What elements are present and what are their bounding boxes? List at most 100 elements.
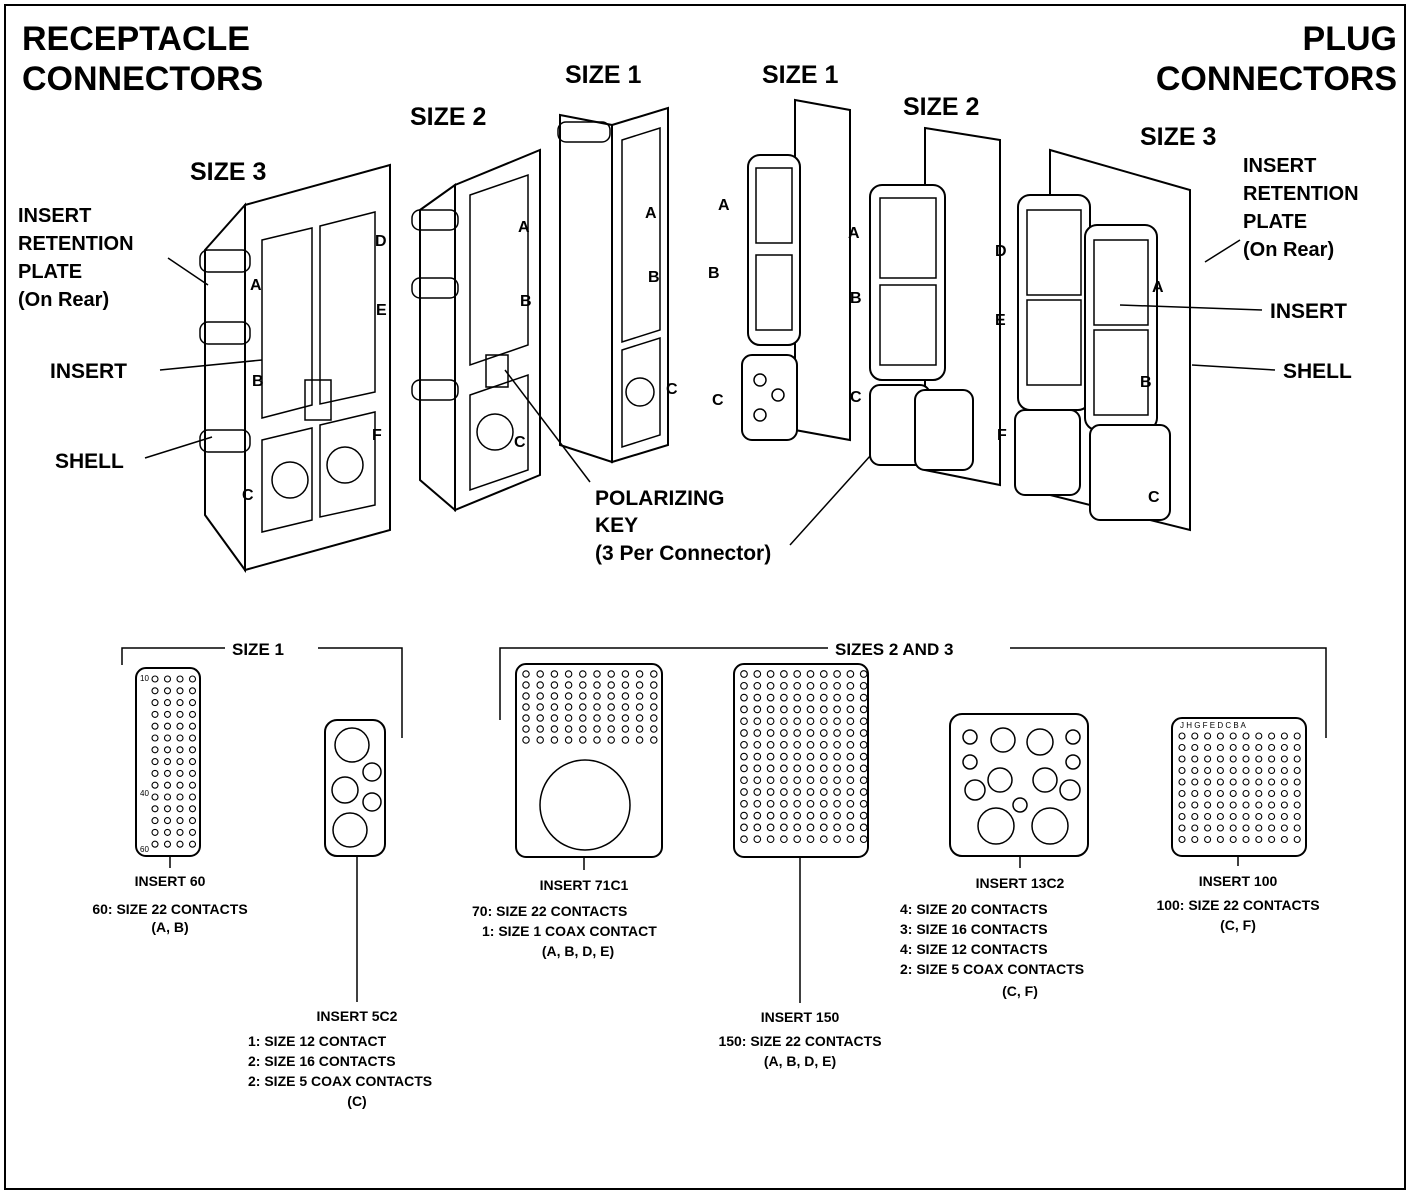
contact-pin (846, 764, 855, 773)
contact-pin (1255, 789, 1263, 798)
contact-pin (833, 729, 841, 737)
contact-pin (1293, 824, 1301, 832)
contact-pin (780, 717, 788, 726)
contact-pin (1268, 778, 1276, 786)
plug-size2-letter-c: C (850, 389, 862, 406)
plug-heading-line2: CONNECTORS (1156, 60, 1397, 98)
contact-pin (1216, 766, 1224, 775)
contact-pin (188, 710, 197, 718)
polarizing-key-line1: POLARIZING (595, 487, 725, 510)
contact-pin (793, 729, 802, 737)
contact-pin (753, 811, 762, 820)
contact-pin (1191, 824, 1199, 832)
contact-pin (1178, 824, 1186, 832)
insert-13c2-title: INSERT 13C2 (976, 875, 1065, 891)
contact-pin (819, 729, 828, 737)
receptacle-size1-letter-a: A (645, 205, 657, 222)
insert-13c2-line2: 3: SIZE 16 CONTACTS (900, 921, 1048, 937)
contact-pin (1268, 812, 1276, 821)
receptacle-size2-illustration (411, 148, 541, 513)
plug-size2-letter-b: B (850, 290, 862, 307)
polarizing-key-leader-left (504, 369, 591, 483)
insert-5c2-line3: 2: SIZE 5 COAX CONTACTS (248, 1073, 432, 1089)
contact-pin (833, 799, 841, 808)
contact-pin (1268, 732, 1276, 740)
contact-pin (766, 764, 775, 773)
contact-pin (522, 703, 530, 711)
plug-size3-illustration (1014, 148, 1191, 532)
contact-pin (819, 681, 828, 690)
contact-pin (650, 714, 658, 722)
insert-100-face: J H G F E D C B A (1171, 717, 1307, 857)
contact-pin (151, 675, 159, 683)
contact-pin (846, 740, 855, 749)
contact-pin (766, 670, 775, 678)
contact-pin (1242, 835, 1250, 844)
contact-pin (793, 693, 802, 702)
contact-pin (740, 788, 748, 796)
insert-13c2-line5: (C, F) (1002, 983, 1038, 999)
left-retention-line3: PLATE (18, 261, 82, 283)
insert-13c2-line1: 4: SIZE 20 CONTACTS (900, 901, 1048, 917)
contact-pin (740, 705, 748, 714)
contact-pin (1242, 732, 1250, 740)
contact-pin (564, 725, 573, 733)
contact-pin (550, 725, 559, 733)
receptacle-size2-letter-c: C (514, 434, 526, 451)
contact-pin (753, 799, 762, 808)
contact-pin (819, 693, 828, 702)
contact-pin (740, 823, 748, 832)
right-retention-leader (1204, 239, 1241, 263)
contact-pin (1229, 766, 1237, 775)
contact-pin (621, 670, 630, 678)
contact-pin (1178, 732, 1186, 740)
bracket-size1-label: SIZE 1 (232, 640, 284, 659)
contact-pin (163, 828, 172, 836)
contact-pin (536, 725, 544, 733)
contact-pin (833, 740, 841, 749)
contact-pin (163, 758, 172, 766)
contact-pin (766, 823, 775, 832)
contact-pin (188, 805, 197, 813)
plug-size3-letter-a: A (1152, 279, 1164, 296)
contact-pin (579, 736, 587, 744)
contact-pin (806, 823, 815, 832)
insert-71c1-title: INSERT 71C1 (540, 877, 629, 893)
contact-pin (740, 681, 748, 690)
contact-pin (740, 717, 748, 726)
contact-pin (793, 835, 802, 844)
contact-pin (740, 811, 748, 820)
contact-pin (635, 670, 644, 678)
contact-pin (635, 736, 644, 744)
receptacle-heading-line1: RECEPTACLE (22, 20, 250, 58)
contact-pin (766, 752, 775, 761)
receptacle-size3-title: SIZE 3 (190, 158, 266, 186)
contact-pin (753, 729, 762, 737)
contact-pin (163, 746, 172, 754)
insert-5c2-line2: 2: SIZE 16 CONTACTS (248, 1053, 396, 1069)
contact-pin (1242, 801, 1250, 809)
insert-60-caption: INSERT 60 60: SIZE 22 CONTACTS (A, B) (92, 873, 247, 935)
contact-pin (522, 714, 530, 722)
contact-pin (593, 670, 601, 678)
insert-60-mark-60: 60 (140, 845, 149, 854)
contact-pin (579, 714, 587, 722)
contact-pin (163, 793, 172, 801)
contact-pin (163, 734, 172, 742)
bracket-sizes23-label: SIZES 2 AND 3 (835, 640, 953, 659)
contact-pin (1255, 824, 1263, 832)
insert-71c1-caption: INSERT 71C1 70: SIZE 22 CONTACTS 1: SIZE… (472, 877, 657, 959)
contact-pin (522, 670, 530, 678)
contact-pin (780, 823, 788, 832)
contact-pin (536, 681, 544, 689)
contact-pin (1204, 835, 1212, 844)
insert-100-row-letters: J H G F E D C B A (1180, 721, 1246, 730)
contact-pin (846, 670, 855, 678)
plug-size2-letter-d: D (995, 243, 1007, 260)
contact-pin (536, 714, 544, 722)
insert-5c2-line4: (C) (347, 1093, 366, 1109)
contact-pin (621, 703, 630, 711)
contact-pin (846, 811, 855, 820)
contact-pin (522, 736, 530, 744)
contact-pin (188, 699, 197, 707)
